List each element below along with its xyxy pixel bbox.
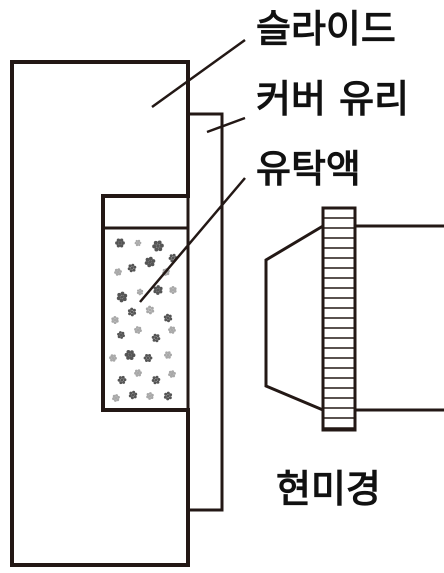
particle [146,392,154,400]
cover-glass [186,112,224,512]
particle [109,354,117,362]
particle [136,288,144,296]
particle [143,354,153,362]
particle [144,256,156,268]
label-microscope: 현미경 [276,467,381,511]
particle [169,286,177,294]
microscope-knurl-lines [323,217,355,429]
particle [134,369,142,377]
particle [151,375,161,385]
particle [127,263,137,273]
particle [152,240,164,252]
particle [168,326,176,334]
suspension-leader-line [139,177,246,303]
particle [124,350,136,360]
particle [128,390,138,400]
particle [153,285,163,295]
particle [127,307,137,317]
microscope-lens-cone [264,224,324,412]
particle [145,305,155,315]
cover-glass-leader-line [206,116,246,134]
suspension-particles [109,238,178,402]
label-suspension: 유탁액 [256,147,361,191]
particle [134,326,142,334]
microscope-knurled-collar [321,206,357,432]
particle [134,239,142,247]
slide-leader-line [151,38,246,109]
particle [163,391,173,401]
particle [117,375,127,385]
particle [151,333,161,343]
particle [164,351,173,359]
particle [115,238,125,248]
particle [111,316,119,324]
label-slide: 슬라이드 [256,7,396,51]
particle [112,394,120,402]
slide-outline [10,60,190,567]
label-cover-glass: 커버 유리 [256,77,410,121]
microscope-tube [355,224,444,412]
particle [114,268,122,276]
particle [116,291,128,303]
particle [163,313,173,323]
particle [117,331,125,339]
particle [168,370,176,378]
